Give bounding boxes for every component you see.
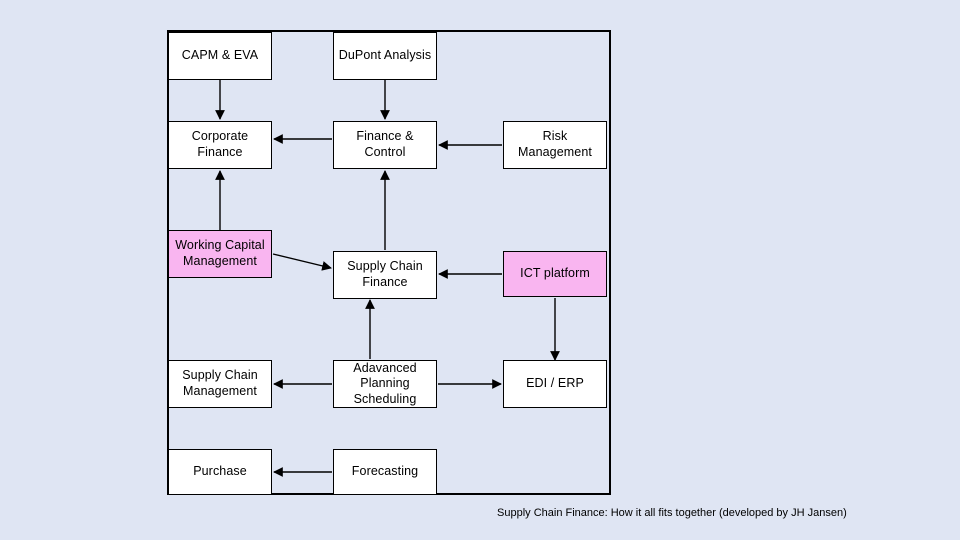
node-label: Adavanced Planning Scheduling [353, 360, 417, 406]
node-dupont-analysis[interactable]: DuPont Analysis [333, 32, 437, 80]
diagram-caption: Supply Chain Finance: How it all fits to… [497, 507, 847, 519]
node-forecasting[interactable]: Forecasting [333, 449, 437, 495]
node-finance-control[interactable]: Finance & Control [333, 121, 437, 169]
node-label: Working Capital Management [175, 238, 265, 268]
node-label: Forecasting [351, 464, 419, 479]
node-risk-management[interactable]: Risk Management [503, 121, 607, 169]
node-purchase[interactable]: Purchase [168, 449, 272, 495]
node-capm-eva[interactable]: CAPM & EVA [168, 32, 272, 80]
node-label: Purchase [193, 464, 247, 479]
node-label: Supply Chain Finance [347, 259, 423, 289]
node-label: DuPont Analysis [338, 48, 432, 63]
node-working-capital-management[interactable]: Working Capital Management [168, 230, 272, 278]
node-advanced-planning-scheduling[interactable]: Adavanced Planning Scheduling [333, 360, 437, 408]
node-label: Risk Management [518, 129, 592, 159]
node-supply-chain-finance[interactable]: Supply Chain Finance [333, 251, 437, 299]
node-ict-platform[interactable]: ICT platform [503, 251, 607, 297]
node-edi-erp[interactable]: EDI / ERP [503, 360, 607, 408]
node-label: CAPM & EVA [181, 48, 259, 63]
node-label: Finance & Control [356, 129, 414, 159]
node-label: EDI / ERP [526, 376, 584, 391]
node-label: Corporate Finance [191, 129, 249, 159]
node-supply-chain-management[interactable]: Supply Chain Management [168, 360, 272, 408]
node-label: Supply Chain Management [182, 368, 258, 398]
node-label: ICT platform [520, 266, 590, 281]
node-corporate-finance[interactable]: Corporate Finance [168, 121, 272, 169]
